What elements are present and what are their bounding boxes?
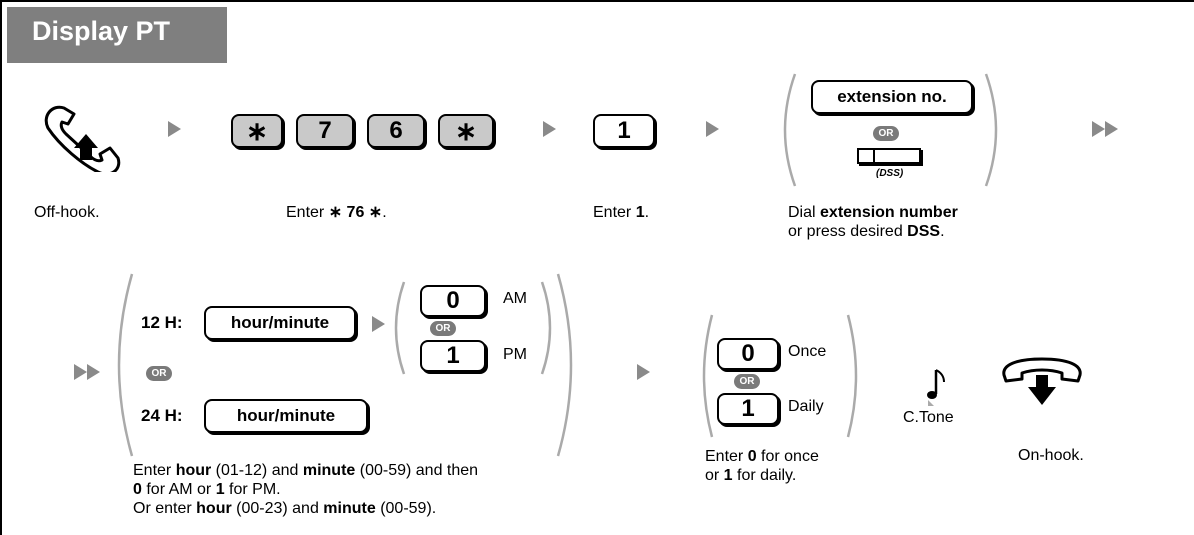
arrow-icon xyxy=(637,364,650,380)
hour-minute-key-24h[interactable]: hour/minute xyxy=(204,399,368,433)
key-1-pm[interactable]: 1 xyxy=(420,340,486,372)
right-paren xyxy=(556,273,573,457)
time-entry-caption: Enter hour (01-12) and minute (00-59) an… xyxy=(133,462,479,517)
extension-no-key[interactable]: extension no. xyxy=(811,80,973,114)
off-hook-caption: Off-hook. xyxy=(34,204,100,221)
arrow-icon xyxy=(87,364,100,380)
right-paren xyxy=(984,73,998,187)
24h-label: 24 H: xyxy=(141,406,183,425)
enter-1-caption: Enter 1. xyxy=(593,204,650,221)
key-7[interactable]: 7 xyxy=(296,114,354,148)
left-paren xyxy=(117,273,134,457)
once-daily-caption: Enter 0 for once or 1 for daily. xyxy=(705,448,819,484)
arrow-icon xyxy=(706,121,719,137)
confirmation-tone-icon xyxy=(927,369,945,406)
or-badge: OR xyxy=(734,374,760,389)
c-tone-label: C.Tone xyxy=(903,409,954,426)
left-paren-once-daily xyxy=(702,314,714,438)
key-6[interactable]: 6 xyxy=(367,114,425,148)
am-label: AM xyxy=(503,290,527,307)
arrow-icon xyxy=(1105,121,1118,137)
on-hook-handset-icon xyxy=(1002,357,1082,405)
arrow-icon xyxy=(1092,121,1105,137)
key-1-daily[interactable]: 1 xyxy=(717,393,779,425)
dss-button[interactable] xyxy=(857,148,921,164)
key-star[interactable]: ∗ xyxy=(438,114,494,148)
key-0-once[interactable]: 0 xyxy=(717,338,779,370)
off-hook-handset-icon xyxy=(44,105,121,172)
arrow-icon xyxy=(543,121,556,137)
left-paren xyxy=(783,73,797,187)
key-star[interactable]: ∗ xyxy=(231,114,283,148)
hour-minute-key-12h[interactable]: hour/minute xyxy=(204,306,356,340)
left-paren-ampm xyxy=(394,281,406,375)
right-paren-once-daily xyxy=(846,314,858,438)
pm-label: PM xyxy=(503,346,527,363)
arrow-icon xyxy=(74,364,87,380)
arrow-icon xyxy=(168,121,181,137)
frame-top-border xyxy=(0,0,1194,2)
dial-extension-caption: Dial extension number or press desired D… xyxy=(788,204,958,240)
key-0-am[interactable]: 0 xyxy=(420,285,486,317)
dss-label: (DSS) xyxy=(876,168,904,179)
page-title: Display PT xyxy=(32,16,171,46)
once-label: Once xyxy=(788,343,827,360)
on-hook-caption: On-hook. xyxy=(1018,447,1084,464)
daily-label: Daily xyxy=(788,398,824,415)
or-badge: OR xyxy=(873,126,899,141)
or-badge: OR xyxy=(430,321,456,336)
12h-label: 12 H: xyxy=(141,313,183,332)
title-tab xyxy=(7,7,227,63)
key-1[interactable]: 1 xyxy=(593,114,655,148)
or-badge: OR xyxy=(146,366,172,381)
arrow-icon xyxy=(372,316,385,332)
right-paren-ampm xyxy=(540,281,552,375)
enter-star76-caption: Enter ∗ 76 ∗. xyxy=(286,204,387,221)
frame-left-border xyxy=(0,0,2,535)
dss-button-lamp xyxy=(859,150,875,162)
